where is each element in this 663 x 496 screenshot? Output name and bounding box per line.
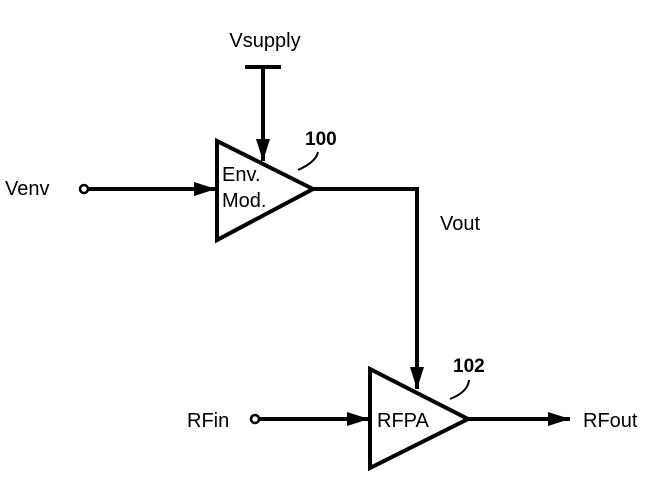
env-mod-label-line1: Env. [222, 164, 261, 186]
rfpa-label: RFPA [377, 410, 430, 432]
rfpa-ref-number: 102 [453, 356, 485, 377]
vout-wire [313, 189, 417, 389]
venv-terminal [80, 185, 88, 193]
rfpa-ref-leader [450, 380, 469, 399]
venv-label: Venv [5, 178, 49, 200]
env-mod-label-line2: Mod. [222, 190, 266, 212]
rfout-label: RFout [583, 410, 638, 432]
vout-label: Vout [440, 213, 480, 235]
env-mod-ref-leader [298, 152, 318, 170]
vsupply-label: Vsupply [229, 30, 300, 52]
rfin-label: RFin [187, 410, 229, 432]
env-mod-ref-number: 100 [305, 129, 337, 150]
rfin-terminal [251, 415, 259, 423]
